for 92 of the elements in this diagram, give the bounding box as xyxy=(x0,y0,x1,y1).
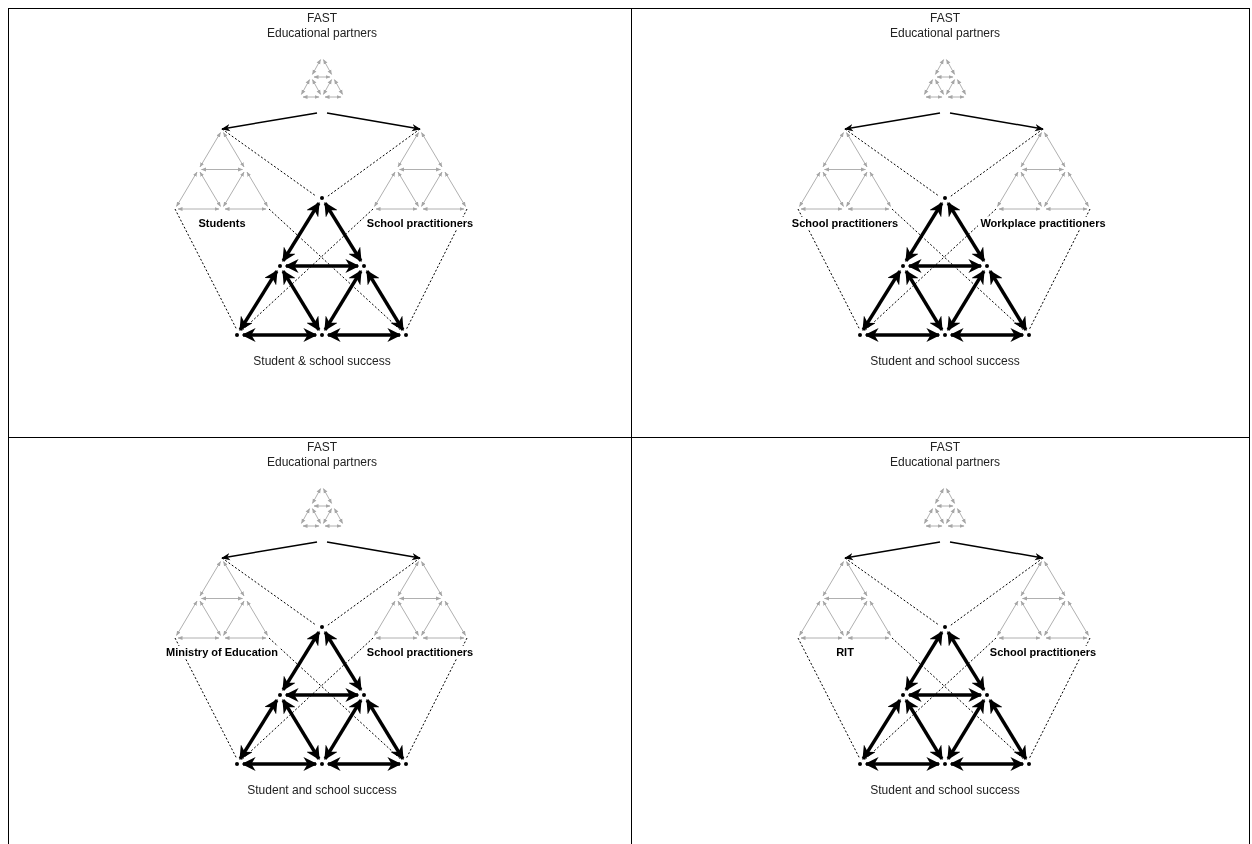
dotted-line xyxy=(1029,637,1091,759)
dotted-line xyxy=(891,637,1026,761)
arrow xyxy=(949,541,1044,561)
double-arrow xyxy=(281,698,321,761)
double-arrow xyxy=(907,688,983,702)
heading-text: FAST xyxy=(930,440,960,455)
double-arrow xyxy=(323,269,363,332)
double-arrow xyxy=(988,269,1028,332)
dotted-line xyxy=(174,208,237,330)
double-arrow xyxy=(864,757,941,771)
dotted-line xyxy=(950,128,1044,197)
double-arrow xyxy=(323,630,363,692)
heading-text: FAST xyxy=(930,11,960,26)
panel-frame xyxy=(8,437,632,844)
double-arrow xyxy=(949,757,1025,771)
dotted-line xyxy=(406,637,468,759)
double-arrow xyxy=(238,698,279,761)
dotted-line xyxy=(950,557,1044,626)
double-arrow xyxy=(861,269,902,332)
double-arrow xyxy=(949,328,1025,342)
double-arrow xyxy=(241,328,318,342)
double-arrow xyxy=(326,757,402,771)
double-arrow xyxy=(326,328,402,342)
heading-text: Educational partners xyxy=(889,26,1001,41)
heading-text: Educational partners xyxy=(266,26,378,41)
group-label: School practitioners xyxy=(987,646,1099,659)
dotted-line xyxy=(240,208,374,332)
dotted-line xyxy=(797,637,860,759)
group-label: Students xyxy=(196,217,248,230)
heading-text: FAST xyxy=(307,11,337,26)
dotted-line xyxy=(891,208,1026,332)
dotted-line xyxy=(863,637,997,761)
double-arrow xyxy=(904,269,944,332)
group-label: RIT xyxy=(834,646,856,659)
arrow xyxy=(221,112,318,132)
dotted-line xyxy=(797,208,860,330)
caption-text: Student and school success xyxy=(870,783,1020,798)
heading-text: Educational partners xyxy=(266,455,378,470)
double-arrow xyxy=(365,269,405,332)
double-arrow xyxy=(284,688,360,702)
dotted-line xyxy=(863,208,997,332)
double-arrow xyxy=(241,757,318,771)
double-arrow xyxy=(907,259,983,273)
dotted-line xyxy=(268,208,403,332)
double-arrow xyxy=(904,201,944,263)
group-label: School practitioners xyxy=(364,217,476,230)
double-arrow xyxy=(238,269,279,332)
double-arrow xyxy=(281,269,321,332)
arrow xyxy=(844,112,941,132)
dotted-line xyxy=(406,208,468,330)
dotted-line xyxy=(1029,208,1091,330)
panel-frame xyxy=(8,8,632,437)
dotted-line xyxy=(268,637,403,761)
double-arrow xyxy=(946,630,986,692)
heading-text: FAST xyxy=(307,440,337,455)
caption-text: Student & school success xyxy=(253,354,391,369)
double-arrow xyxy=(946,269,986,332)
double-arrow xyxy=(946,201,986,263)
caption-text: Student and school success xyxy=(247,783,397,798)
dotted-line xyxy=(240,637,374,761)
double-arrow xyxy=(281,201,321,263)
double-arrow xyxy=(864,328,941,342)
double-arrow xyxy=(323,201,363,263)
panel-frame xyxy=(632,437,1250,844)
double-arrow xyxy=(284,259,360,273)
double-arrow xyxy=(988,698,1028,761)
arrow xyxy=(326,112,421,132)
caption-text: Student and school success xyxy=(870,354,1020,369)
double-arrow xyxy=(904,630,944,692)
double-arrow xyxy=(365,698,405,761)
double-arrow xyxy=(946,698,986,761)
dotted-line xyxy=(221,128,317,197)
group-label: School practitioners xyxy=(364,646,476,659)
dotted-line xyxy=(327,128,421,197)
dotted-line xyxy=(844,557,940,626)
arrow xyxy=(326,541,421,561)
double-arrow xyxy=(861,698,902,761)
double-arrow xyxy=(323,698,363,761)
group-label: Workplace practitioners xyxy=(978,217,1108,230)
dotted-line xyxy=(174,637,237,759)
dotted-line xyxy=(327,557,421,626)
dotted-line xyxy=(221,557,317,626)
group-label: School practitioners xyxy=(789,217,901,230)
dotted-line xyxy=(844,128,940,197)
arrow xyxy=(221,541,318,561)
heading-text: Educational partners xyxy=(889,455,1001,470)
panel-frame xyxy=(632,8,1250,437)
arrow xyxy=(949,112,1044,132)
arrow xyxy=(844,541,941,561)
group-label: Ministry of Education xyxy=(164,646,280,659)
double-arrow xyxy=(281,630,321,692)
double-arrow xyxy=(904,698,944,761)
